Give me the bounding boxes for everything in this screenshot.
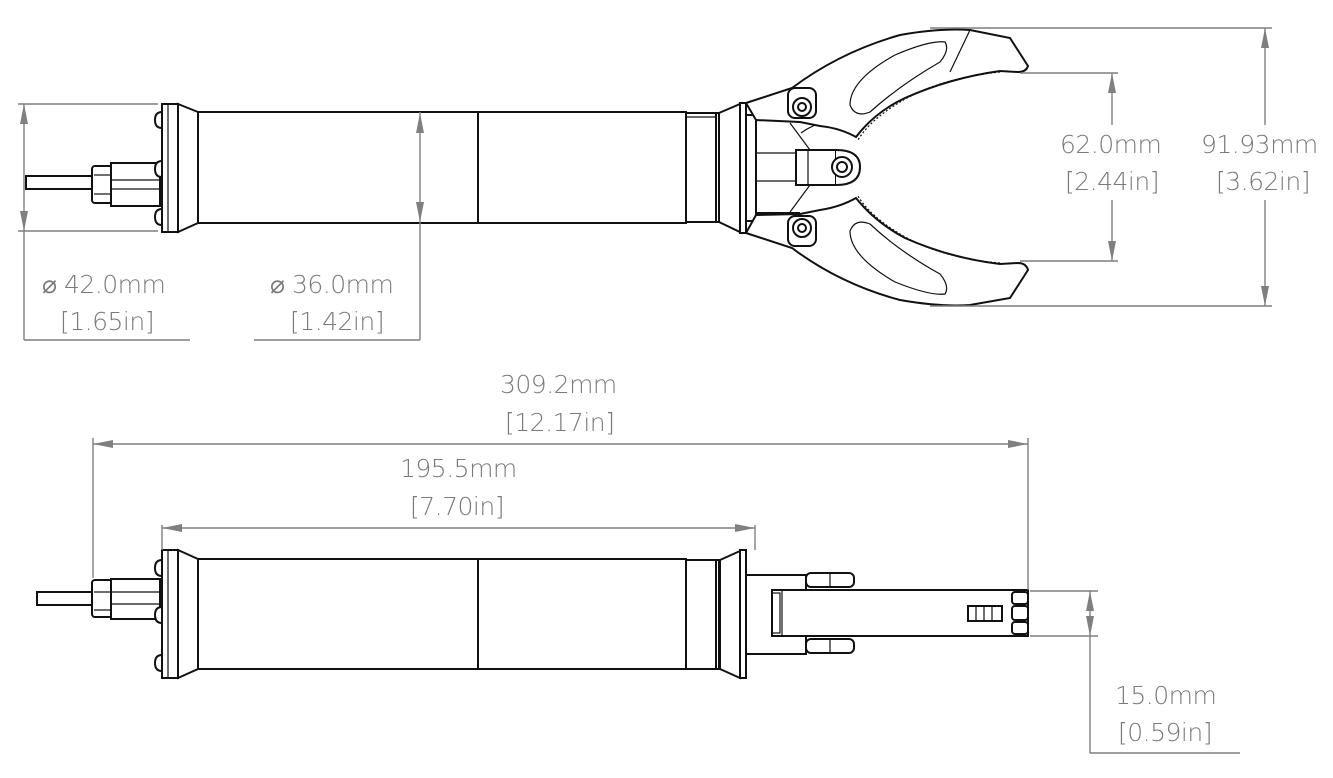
jaw-lower-cutout bbox=[849, 221, 948, 295]
end-cap-right bbox=[718, 102, 741, 234]
connector bbox=[110, 578, 161, 620]
dim-36-imperial: [1.42in] bbox=[290, 307, 384, 336]
cable-nut bbox=[91, 165, 113, 204]
dim-309-imperial: [12.17in] bbox=[505, 408, 614, 437]
dimension-309mm: 309.2mm [12.17in] bbox=[92, 370, 1029, 590]
jaw-lower bbox=[744, 196, 1030, 307]
dimension-42mm: ⌀ 42.0mm [1.65in] bbox=[18, 103, 190, 341]
collar bbox=[685, 559, 717, 670]
end-cap-right bbox=[719, 549, 741, 680]
dim-15-imperial: [0.59in] bbox=[1118, 718, 1212, 747]
end-cap-left bbox=[161, 549, 179, 679]
side-view bbox=[36, 548, 1029, 680]
dim-36-metric: ⌀ 36.0mm bbox=[270, 270, 393, 299]
linkage-block bbox=[795, 149, 837, 186]
cable bbox=[36, 591, 94, 606]
collar bbox=[685, 112, 717, 223]
dim-62-metric: 62.0mm bbox=[1060, 130, 1161, 159]
dim-91-metric: 91.93mm bbox=[1201, 130, 1318, 159]
jaw-teeth bbox=[967, 605, 1003, 622]
jaw-upper-cutout bbox=[849, 41, 948, 115]
dimension-62mm: 62.0mm [2.44in] bbox=[1020, 72, 1162, 262]
dim-15-metric: 15.0mm bbox=[1115, 681, 1216, 710]
dim-195-metric: 195.5mm bbox=[400, 454, 517, 483]
cable-nut bbox=[91, 579, 113, 618]
end-cap-left bbox=[161, 103, 179, 233]
body-tube bbox=[197, 558, 687, 670]
jaw-upper bbox=[744, 28, 1030, 139]
dim-42-imperial: [1.65in] bbox=[60, 307, 154, 336]
body-tube bbox=[197, 111, 687, 224]
top-view bbox=[25, 28, 1030, 307]
dim-309-metric: 309.2mm bbox=[500, 370, 617, 399]
dimension-36mm: ⌀ 36.0mm [1.42in] bbox=[254, 112, 424, 341]
dimension-195mm: 195.5mm [7.70in] bbox=[161, 454, 756, 550]
dim-42-metric: ⌀ 42.0mm bbox=[42, 270, 165, 299]
cable bbox=[25, 175, 95, 190]
dimension-91mm: 91.93mm [3.62in] bbox=[930, 27, 1318, 307]
dim-91-imperial: [3.62in] bbox=[1216, 167, 1310, 196]
dim-195-imperial: [7.70in] bbox=[410, 492, 504, 521]
dim-62-imperial: [2.44in] bbox=[1065, 167, 1159, 196]
connector bbox=[110, 162, 161, 207]
dimension-15mm: 15.0mm [0.59in] bbox=[1030, 590, 1240, 754]
